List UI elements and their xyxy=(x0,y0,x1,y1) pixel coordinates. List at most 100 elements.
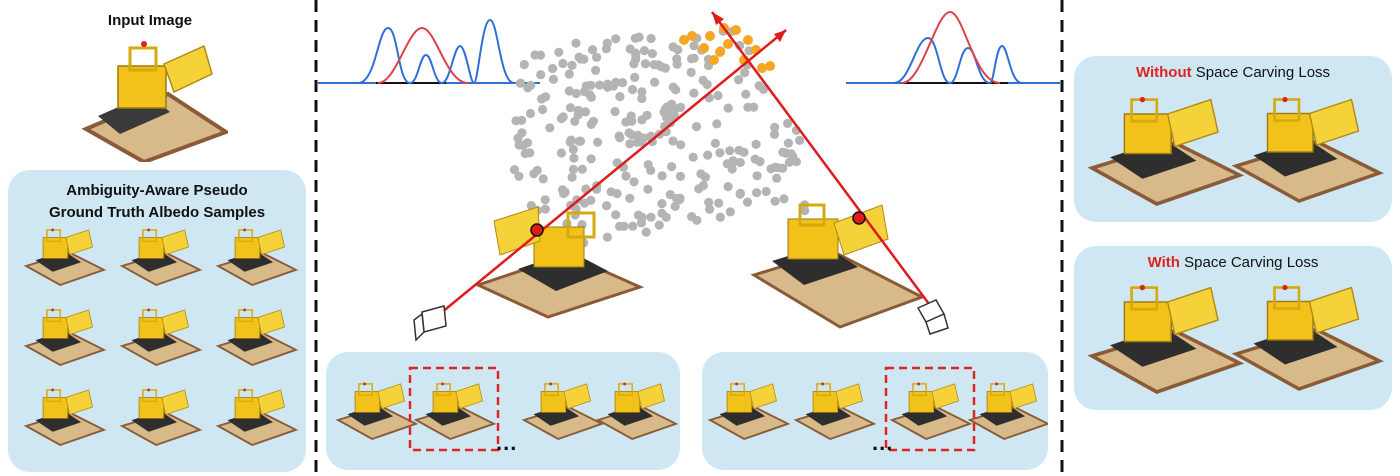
albedo-sample-3 xyxy=(215,228,299,287)
cloud-point xyxy=(632,137,642,147)
cloud-point xyxy=(673,45,683,55)
cloud-point xyxy=(675,193,685,203)
cloud-point xyxy=(654,220,664,230)
cloud-point-orange xyxy=(757,63,767,73)
cloud-point xyxy=(761,186,771,197)
cloud-point xyxy=(698,180,708,191)
cloud-point xyxy=(567,60,577,70)
cloud-point xyxy=(657,199,667,209)
cloud-point xyxy=(689,88,699,98)
point-cloud xyxy=(509,23,810,251)
samples-title-line1: Ambiguity-Aware Pseudo xyxy=(66,182,248,199)
cloud-point xyxy=(686,67,696,77)
cloud-point xyxy=(703,150,713,160)
cloud-point xyxy=(565,137,575,147)
cloud-point xyxy=(537,94,547,104)
right-strip-view-3 xyxy=(889,382,973,441)
cloud-point xyxy=(515,78,526,88)
cloud-point xyxy=(538,104,548,115)
cloud-point xyxy=(606,187,616,197)
with-panel-title: With Space Carving Loss xyxy=(1074,254,1392,271)
cloud-point-orange xyxy=(679,35,689,45)
albedo-sample-8 xyxy=(119,388,203,447)
gauss-right-blue xyxy=(893,36,1023,85)
cloud-point-orange xyxy=(743,35,753,45)
left-strip-view-2 xyxy=(413,382,497,441)
cloud-point xyxy=(712,119,722,129)
cloud-point xyxy=(770,196,780,206)
cloud-point xyxy=(629,177,639,187)
samples-title-line2: Ground Truth Albedo Samples xyxy=(48,204,266,221)
cloud-point xyxy=(692,215,702,225)
cloud-point xyxy=(511,116,521,126)
cloud-point xyxy=(657,171,667,181)
cloud-point xyxy=(513,133,523,143)
cloud-point xyxy=(735,189,745,199)
cloud-point xyxy=(668,136,678,146)
cloud-point xyxy=(614,131,624,141)
cloud-point xyxy=(595,80,605,90)
cloud-point xyxy=(592,52,602,62)
cloud-point xyxy=(689,53,699,63)
cloud-point xyxy=(637,212,647,222)
cloud-point xyxy=(570,116,580,126)
cloud-point xyxy=(688,152,698,162)
left-strip-view-3 xyxy=(521,382,605,441)
cloud-point xyxy=(568,164,579,174)
cloud-point xyxy=(628,221,638,231)
cloud-point xyxy=(520,148,530,159)
cloud-point xyxy=(795,135,805,145)
camera-icon-left xyxy=(413,305,447,342)
cloud-point xyxy=(783,138,793,148)
with-render-1 xyxy=(1087,284,1245,394)
cloud-point xyxy=(713,90,723,101)
cloud-point xyxy=(571,88,581,99)
cloud-point xyxy=(588,116,598,126)
cloud-point xyxy=(573,105,583,115)
with-rest: Space Carving Loss xyxy=(1179,254,1319,271)
input-image-label: Input Image xyxy=(107,12,193,29)
with-space-carving-panel: With Space Carving Loss xyxy=(1074,246,1392,410)
without-keyword: Without xyxy=(1135,64,1192,81)
cloud-point xyxy=(535,50,546,60)
left-strip-view-4 xyxy=(595,382,679,441)
albedo-sample-9 xyxy=(215,388,299,447)
cloud-point xyxy=(676,140,686,150)
cloud-point xyxy=(665,118,676,128)
cloud-point xyxy=(689,41,699,51)
albedo-sample-1 xyxy=(23,228,107,287)
cloud-point xyxy=(646,212,656,222)
left-strip-selected-box xyxy=(408,366,500,452)
cloud-point xyxy=(723,103,733,113)
cloud-point xyxy=(740,68,750,78)
left-strip-view-1 xyxy=(335,382,419,441)
cloud-point xyxy=(766,164,776,174)
truck-center-right xyxy=(750,203,926,329)
cloud-point xyxy=(601,44,611,54)
cloud-point xyxy=(610,106,620,117)
right-strip-selected-box xyxy=(884,366,976,452)
with-keyword: With xyxy=(1147,254,1180,271)
gaussian-plot-right xyxy=(846,10,1060,85)
cloud-point-orange xyxy=(731,25,741,35)
cloud-point xyxy=(556,148,566,158)
cloud-point xyxy=(702,79,712,90)
cloud-point xyxy=(602,232,612,242)
cloud-point xyxy=(640,59,650,69)
gaussian-plot-left xyxy=(318,18,540,85)
cloud-point xyxy=(725,207,735,217)
cloud-point-orange xyxy=(723,39,733,49)
albedo-sample-4 xyxy=(23,308,107,367)
ray-left-hit xyxy=(530,223,544,237)
cloud-point xyxy=(723,182,733,192)
cloud-point xyxy=(705,204,715,214)
truck-icon xyxy=(81,41,228,162)
cloud-point xyxy=(586,195,596,205)
cloud-point xyxy=(734,75,744,85)
cloud-point xyxy=(615,221,625,231)
cloud-point xyxy=(568,144,578,154)
right-strip-view-1 xyxy=(707,382,791,441)
cloud-point xyxy=(564,86,574,96)
cloud-point xyxy=(725,146,735,156)
cloud-point xyxy=(591,65,601,75)
